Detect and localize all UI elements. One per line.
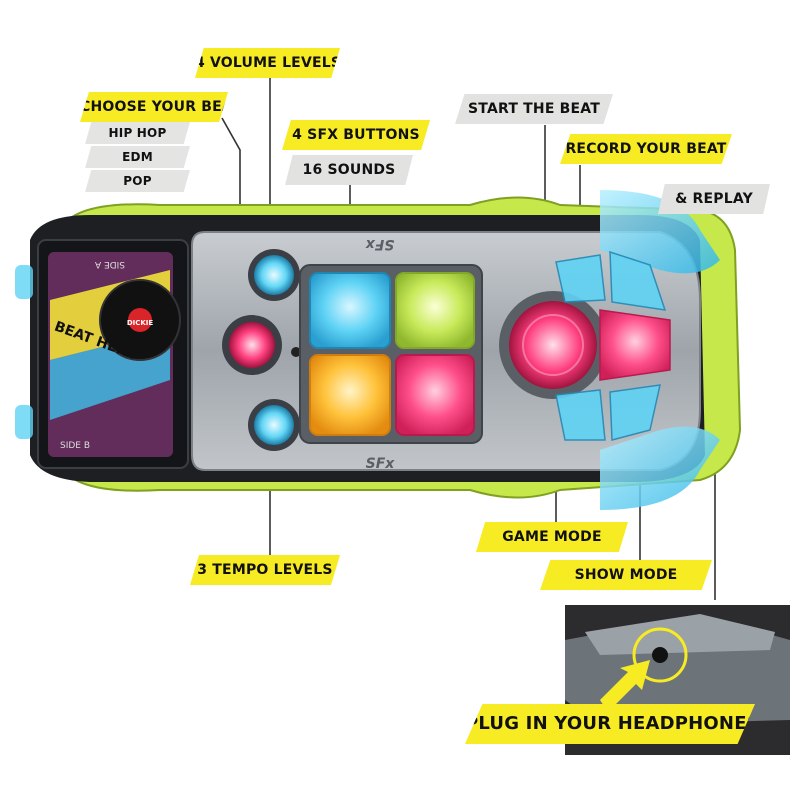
sfx-pad-blue[interactable] (309, 272, 391, 349)
headphones-callout: PLUG IN YOUR HEADPHONES (465, 704, 755, 744)
record-beat-callout: RECORD YOUR BEAT (560, 134, 732, 164)
sfx-label-top: SFx (365, 236, 395, 252)
sounds-callout: 16 SOUNDS (285, 155, 413, 185)
volume-levels-callout: 4 VOLUME LEVELS (195, 48, 340, 78)
start-beat-callout: START THE BEAT (455, 94, 613, 124)
beat-option-pop: POP (85, 170, 190, 192)
start-beat-button[interactable] (499, 291, 607, 399)
brand-badge: DICKIE (127, 319, 154, 327)
sfx-label-bottom: SFx (366, 456, 396, 472)
sfx-pad-orange[interactable] (309, 354, 391, 436)
show-mode-callout: SHOW MODE (540, 560, 712, 590)
game-mode-button[interactable] (555, 384, 661, 441)
sfx-pad-green[interactable] (395, 272, 475, 349)
side-b-label: SIDE B (60, 441, 90, 451)
beat-option-hiphop: HIP HOP (85, 122, 190, 144)
volume-button[interactable] (248, 249, 300, 301)
choose-beat-callout: CHOOSE YOUR BEAT (80, 92, 228, 122)
sfx-buttons-callout: 4 SFX BUTTONS (282, 120, 430, 150)
record-beat-button[interactable] (555, 254, 606, 303)
tempo-levels-callout: 3 TEMPO LEVELS (190, 555, 340, 585)
side-a-label: SIDE A (94, 259, 125, 269)
game-mode-callout: GAME MODE (476, 522, 628, 552)
sfx-pad-pink[interactable] (395, 354, 475, 436)
show-mode-button[interactable] (599, 309, 671, 381)
replay-button[interactable] (609, 250, 667, 311)
beat-option-edm: EDM (85, 146, 190, 168)
replay-callout: & REPLAY (658, 184, 770, 214)
beat-select-button[interactable] (222, 315, 282, 375)
tempo-button[interactable] (248, 399, 300, 451)
